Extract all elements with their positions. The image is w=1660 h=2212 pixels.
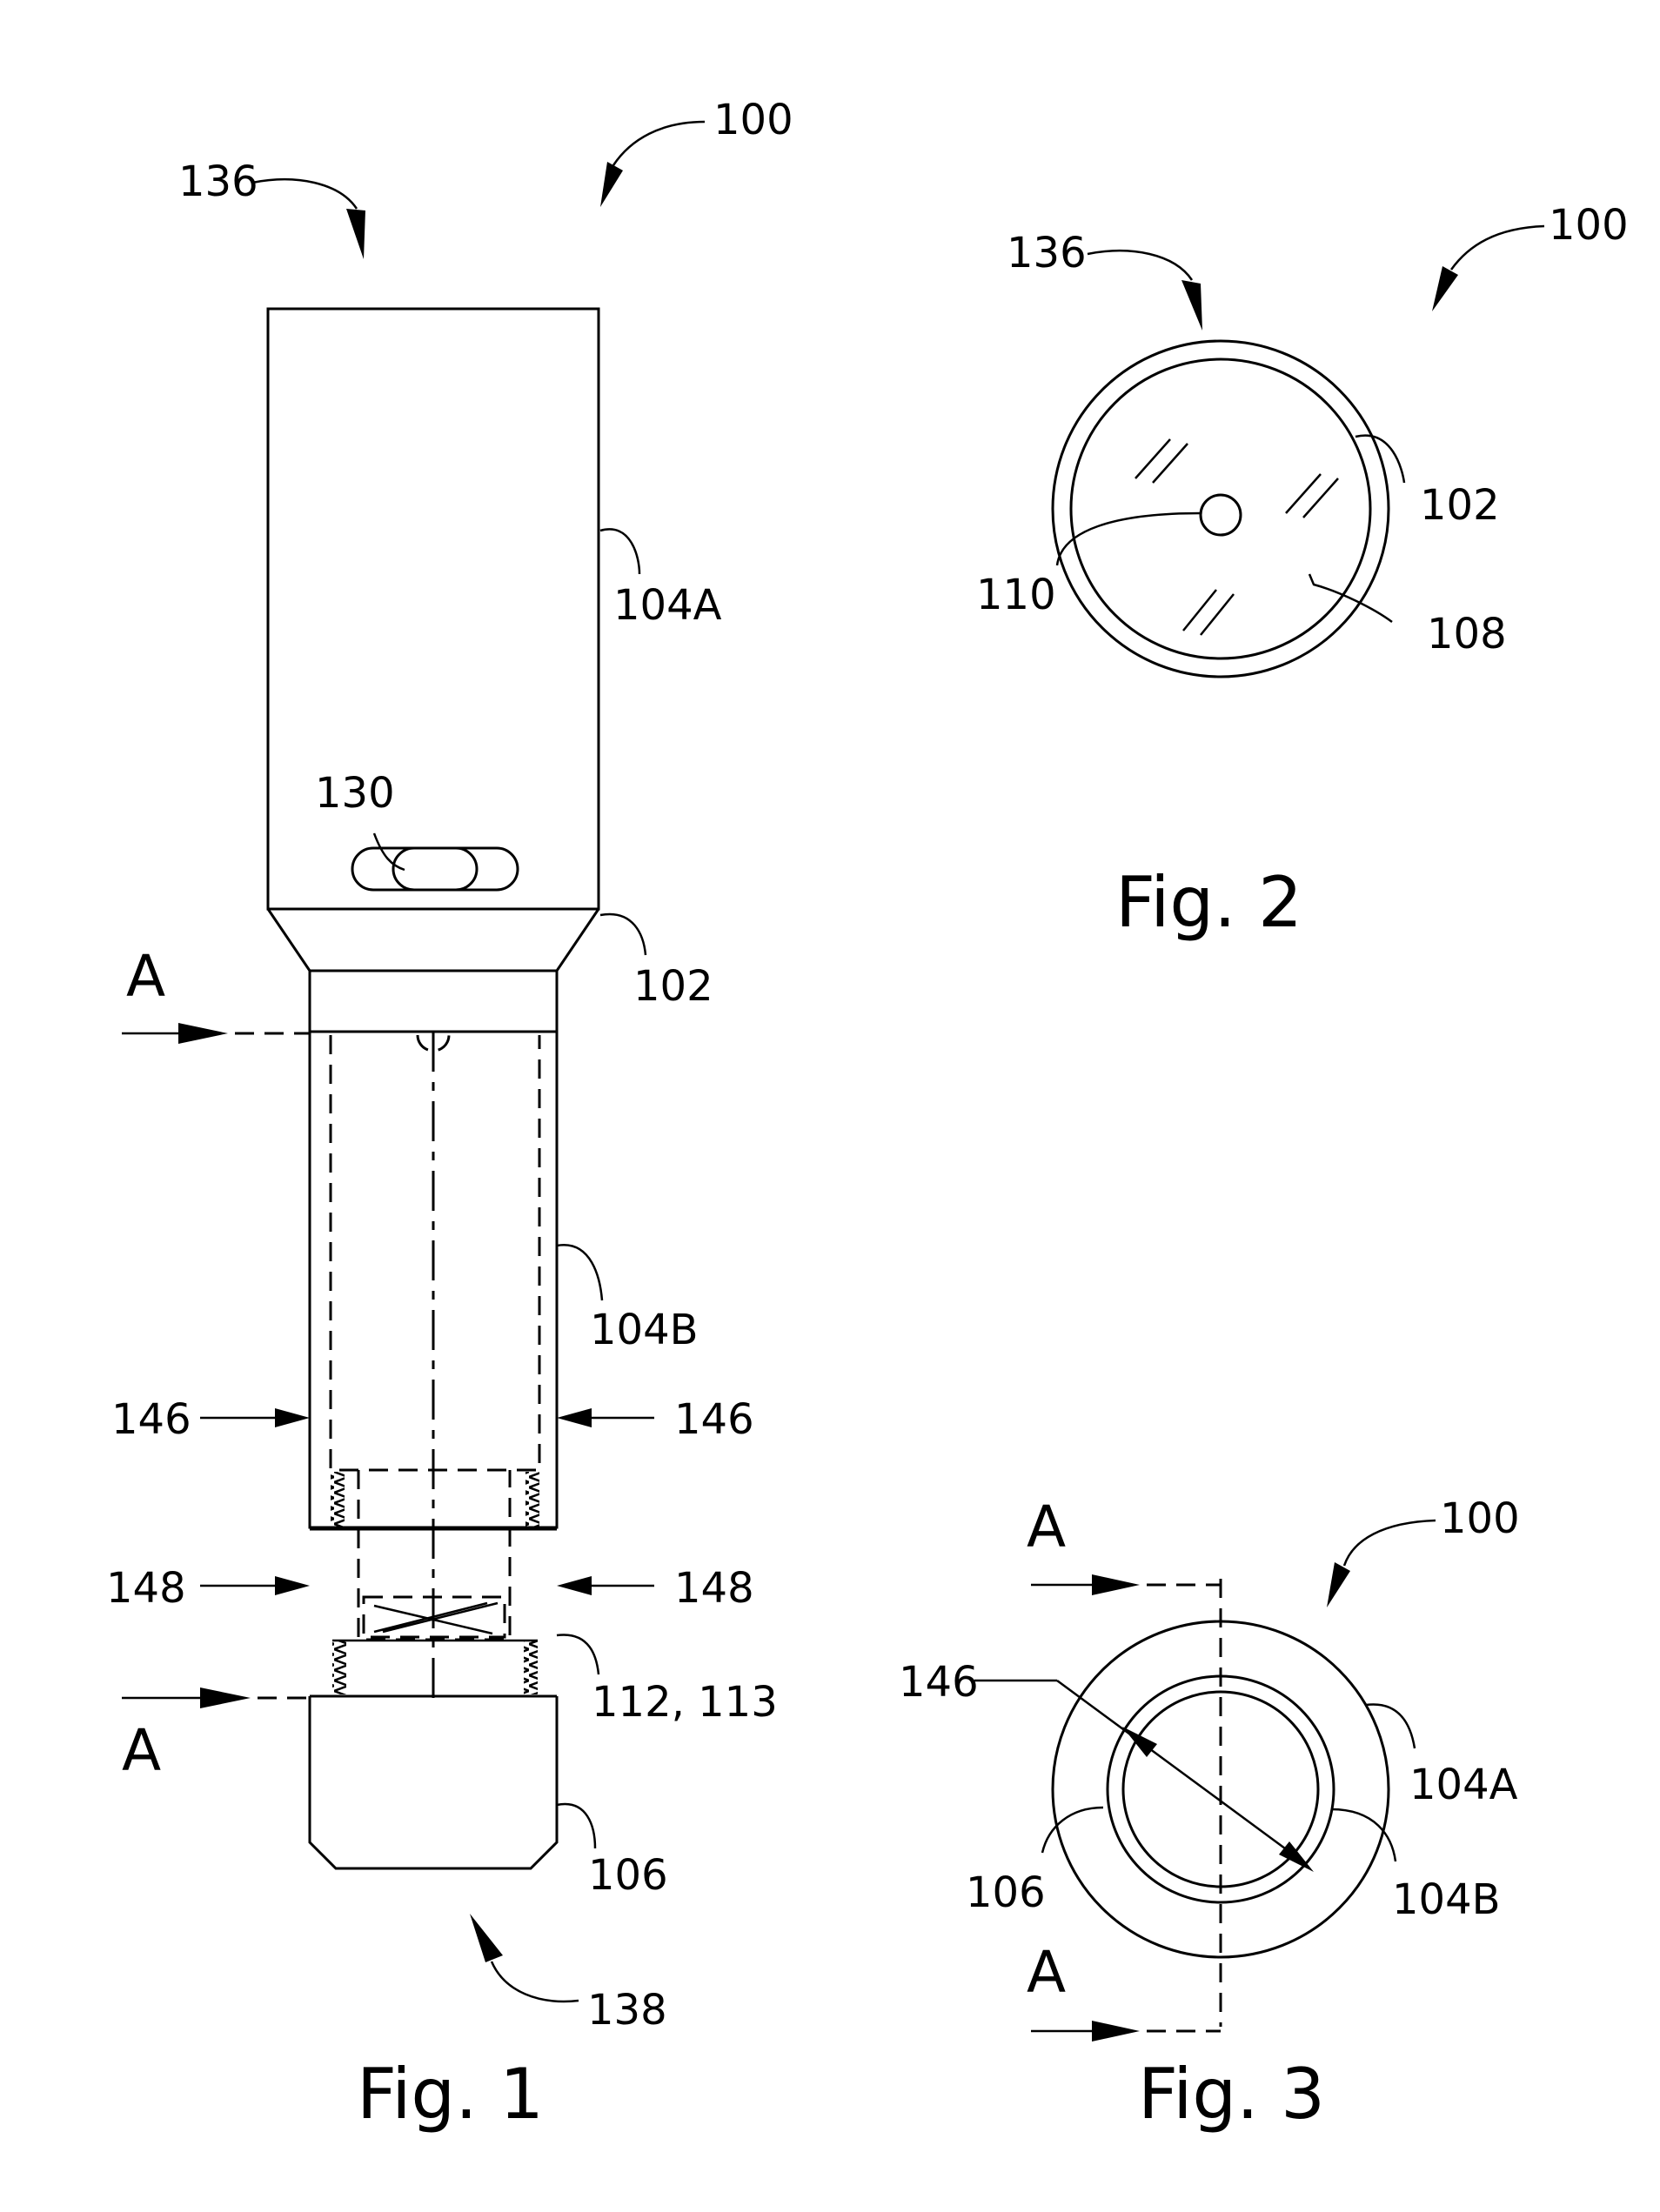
leader-100-fig2: [1451, 226, 1544, 270]
leader-102: [600, 914, 646, 955]
section-a-arrow-bottom-head: [200, 1687, 251, 1708]
leader-104B: [557, 1245, 602, 1300]
label-100-fig2: 100: [1549, 201, 1629, 250]
arrow-148-right: [557, 1576, 592, 1595]
label-106-fig3: 106: [966, 1868, 1046, 1917]
label-112-113: 112, 113: [592, 1678, 778, 1727]
label-102: 102: [633, 962, 713, 1011]
section-label-a-top-fig3: A: [1027, 1494, 1066, 1560]
leader-138: [492, 1961, 579, 2001]
figure-2: 100 136 102 110 108 Fig. 2: [976, 201, 1629, 943]
leader-100-fig3: [1344, 1520, 1436, 1566]
thread-right-upper: [525, 1472, 539, 1527]
caption-fig-2: Fig. 2: [1115, 862, 1302, 943]
label-104A-fig3: 104A: [1409, 1761, 1518, 1809]
figure-3: 100 146 104A 104B 106 A A Fig. 3: [899, 1494, 1520, 2135]
upper-body-104A: [268, 309, 599, 909]
leader-136: [252, 179, 357, 209]
leader-104A-fig3: [1366, 1704, 1415, 1748]
label-104B: 104B: [590, 1306, 699, 1354]
taper-102: [268, 909, 599, 971]
label-148-right: 148: [674, 1564, 754, 1613]
caption-fig-3: Fig. 3: [1138, 2054, 1325, 2135]
section-label-a-top: A: [126, 943, 165, 1010]
leader-100: [613, 122, 705, 165]
label-100-fig3: 100: [1440, 1494, 1520, 1543]
leader-106-fig3: [1042, 1808, 1103, 1853]
arrow-146-right: [557, 1408, 592, 1427]
leader-104A: [600, 529, 639, 574]
section-label-a-bottom: A: [122, 1717, 161, 1784]
slot-130-outer: [352, 848, 518, 890]
thread-left-upper: [331, 1472, 345, 1527]
arrow-136-fig2: [1181, 280, 1202, 331]
leader-112-113: [557, 1634, 599, 1674]
leader-136-fig2: [1088, 251, 1192, 280]
arrow-100-fig3: [1327, 1562, 1350, 1607]
aperture-110: [1201, 495, 1241, 535]
arrow-100: [600, 162, 623, 207]
slot-130-inner: [393, 848, 477, 890]
label-110: 110: [976, 571, 1056, 619]
thread-left-lower: [332, 1641, 346, 1694]
section-a-arrow-top-head: [178, 1023, 228, 1044]
glass-hatch: [1135, 439, 1338, 635]
label-136: 136: [178, 157, 258, 206]
leader-130: [374, 833, 405, 870]
label-100: 100: [713, 96, 793, 144]
section-a-arrow-top-fig3-head: [1092, 1574, 1140, 1595]
arrow-146-fig3-end: [1279, 1841, 1314, 1872]
section-label-a-bottom-fig3: A: [1027, 1939, 1066, 2006]
thread-right-lower: [524, 1641, 538, 1694]
label-106: 106: [588, 1851, 668, 1900]
arrow-100-fig2: [1432, 266, 1458, 311]
outer-ring-102: [1053, 341, 1389, 677]
lens-108: [1071, 359, 1370, 658]
hidden-bore: [331, 1035, 539, 1470]
label-130: 130: [315, 769, 395, 818]
label-146-left: 146: [111, 1395, 191, 1444]
arrow-146-fig3-start: [1122, 1727, 1157, 1757]
leader-106: [557, 1804, 595, 1848]
label-148-left: 148: [106, 1564, 186, 1613]
arrow-148-left: [275, 1576, 310, 1595]
arrow-146-left: [275, 1408, 310, 1427]
label-146-right: 146: [674, 1395, 754, 1444]
label-104A: 104A: [613, 581, 722, 630]
label-146-fig3: 146: [899, 1658, 979, 1707]
end-cap-106: [310, 1696, 557, 1868]
spring-coil: [374, 1603, 498, 1634]
label-108: 108: [1427, 610, 1507, 658]
section-a-arrow-bottom-fig3-head: [1092, 2021, 1140, 2042]
arrow-138: [470, 1914, 503, 1962]
caption-fig-1: Fig. 1: [357, 2054, 544, 2135]
label-104B-fig3: 104B: [1392, 1875, 1501, 1924]
figure-1: 100 136 104A 130 102 104B 146 146 148 14…: [106, 96, 793, 2135]
arrow-136: [346, 209, 365, 259]
label-138: 138: [587, 1986, 667, 2035]
leader-146-fig3-b: [1057, 1681, 1305, 1863]
label-102-fig2: 102: [1420, 481, 1500, 530]
label-136-fig2: 136: [1007, 229, 1087, 277]
